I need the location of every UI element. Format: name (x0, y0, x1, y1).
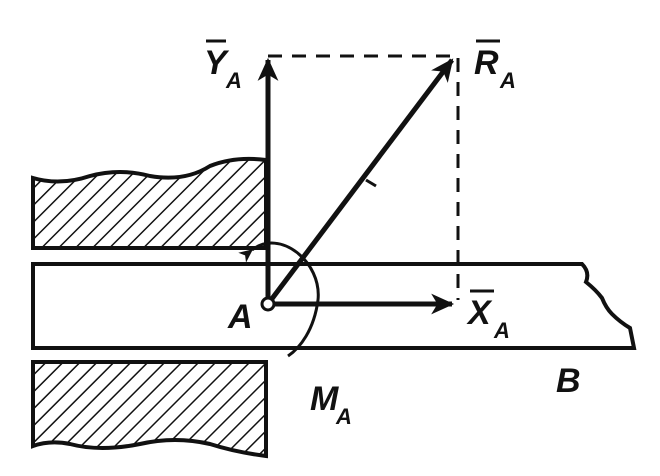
R-resultant-vector (266, 58, 454, 306)
A-label: A (227, 298, 253, 336)
point-A (260, 296, 276, 312)
M-subscript: A (335, 404, 352, 429)
X-subscript: A (493, 318, 510, 343)
Y-label: Y (204, 44, 230, 82)
R-label: R (474, 44, 499, 82)
moment-arc (238, 241, 320, 358)
M-label: M (310, 380, 339, 418)
beam (31, 262, 637, 350)
X-label: X (466, 294, 493, 332)
lower-wall (31, 360, 268, 459)
Y-subscript: A (225, 68, 242, 93)
upper-wall (31, 156, 268, 250)
B-label: B (556, 362, 581, 400)
R-subscript: A (499, 68, 516, 93)
R-tick-mark (365, 178, 377, 188)
